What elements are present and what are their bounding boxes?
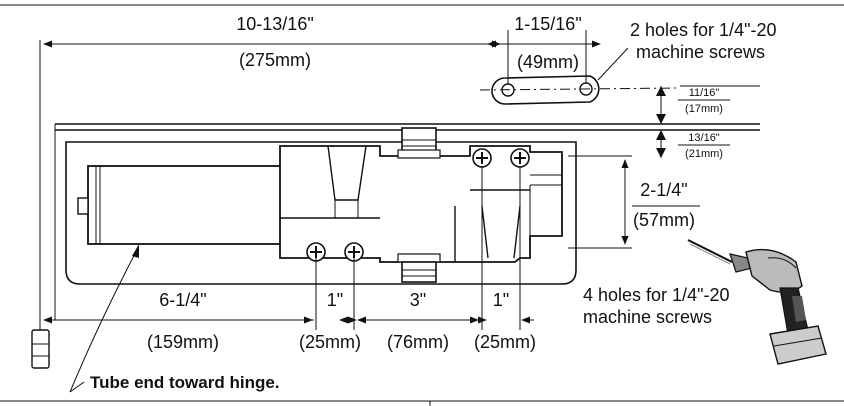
frame-rail [55, 85, 760, 131]
bracket-holes-note-1: 2 holes for 1/4"-20 [630, 20, 776, 40]
hole-pair-left-in: 1" [327, 290, 343, 310]
phillips-screw-icon [510, 148, 530, 168]
overall-width-in: 10-13/16" [236, 14, 313, 34]
door-edge [39, 40, 56, 330]
bracket-spacing-in: 1-15/16" [514, 14, 581, 34]
pinion-bottom [397, 253, 441, 283]
hole-pair-left-mm: (25mm) [299, 332, 361, 352]
body-holes-note-2: machine screws [583, 307, 712, 327]
bracket-spacing-mm: (49mm) [517, 52, 579, 72]
tube-end-leader [69, 244, 139, 393]
hole-pair-right-mm: (25mm) [474, 332, 536, 352]
body-height-mm: (57mm) [633, 210, 695, 230]
offset-dims [656, 86, 730, 158]
body-height-in: 2-1/4" [640, 180, 687, 200]
bracket-offset-in: 11/16" [689, 87, 720, 99]
power-drill-icon [687, 239, 827, 365]
arm-offset-in: 13/16" [688, 132, 720, 144]
hole-gap-in: 3" [410, 290, 426, 310]
hole-pair-right-in: 1" [493, 290, 509, 310]
hole-gap-mm: (76mm) [387, 332, 449, 352]
phillips-screw-icon [472, 148, 492, 168]
closer-tube [77, 165, 285, 245]
bracket-offset-mm: (17mm) [685, 103, 723, 115]
bracket-holes-note-2: machine screws [636, 42, 765, 62]
tube-to-hole-mm: (159mm) [147, 332, 219, 352]
arm-offset-mm: (21mm) [685, 148, 723, 160]
pinion-top [397, 127, 441, 159]
hinge-icon [31, 329, 50, 369]
tube-to-hole-in: 6-1/4" [159, 290, 206, 310]
arm-bracket [479, 30, 681, 105]
body-holes-note-1: 4 holes for 1/4"-20 [583, 285, 729, 305]
tube-end-note: Tube end toward hinge. [90, 373, 280, 392]
body-height-dim [568, 155, 700, 249]
overall-width-mm: (275mm) [239, 50, 311, 70]
